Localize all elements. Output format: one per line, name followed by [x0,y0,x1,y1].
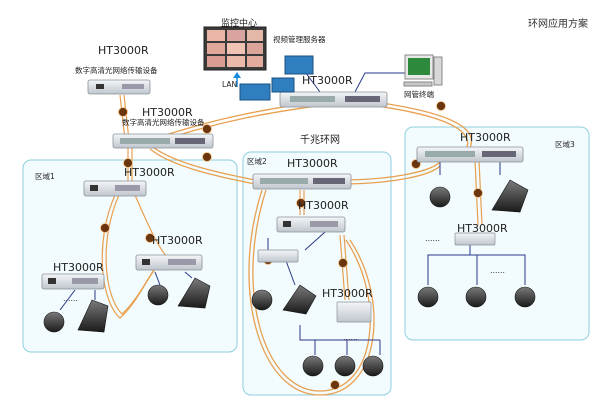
media-converter-zone3 [454,232,496,246]
media-converter-zone2 [257,249,372,323]
zone-2-label: 区域2 [247,157,267,166]
device-label-center: HT3000R [302,74,353,87]
diagram-title: 环网应用方案 [528,19,588,30]
device-label-zone1-top: HT3000R [124,166,175,179]
lan-label: LAN [222,80,238,89]
device-desc-top-left: 数字高清光网络传输设备 [75,66,158,75]
device-zone1-bottom-left [41,273,105,290]
device-label-zone1-right: HT3000R [152,234,203,247]
ring-label: 千兆环网 [300,135,340,146]
ellipsis-zone3-top: …… [425,234,440,243]
monitor-wall-icon [203,26,267,71]
camera-dome-icons [43,186,536,377]
device-center [279,91,388,108]
zone-3-label: 区域3 [555,140,575,149]
lan-arrow-icon [233,72,241,87]
ellipsis-zone2: …… [343,333,358,342]
device-label-zone2-main: HT3000R [287,157,338,170]
device-zone3-main [416,146,524,163]
device-label-zone3-sub: HT3000R [457,222,508,235]
device-top-left [87,79,151,95]
device-label-ring-left: HT3000R [142,106,193,119]
fiber-connectors [100,101,483,390]
device-label-zone1-left: HT3000R [53,261,104,274]
device-zone1-top [83,180,147,197]
device-label-zone2-low: HT3000R [322,287,373,300]
ellipsis-zone3-bottom: …… [490,266,505,275]
zone-1-label: 区域1 [35,172,55,181]
ellipsis-zone1: …… [63,294,78,303]
device-label-zone3: HT3000R [460,131,511,144]
nms-terminal-label: 网管终端 [404,90,434,99]
device-zone1-bottom-right [135,254,203,271]
device-label-zone2-mid: HT3000R [298,199,349,212]
device-zone2-mid [276,216,346,233]
device-desc-ring-left: 数字高清光网络传输设备 [122,118,205,127]
management-terminal-icon [403,54,443,87]
zone-3-box [404,126,590,341]
camera-box-icons [77,179,529,333]
video-server-label: 视频管理服务器 [273,35,326,44]
device-ring-left [112,133,214,149]
device-label-top-left: HT3000R [98,44,149,57]
monitor-center-label: 监控中心 [221,19,258,29]
lan-workstations-icon [239,55,314,101]
device-zone2-main [252,173,352,190]
